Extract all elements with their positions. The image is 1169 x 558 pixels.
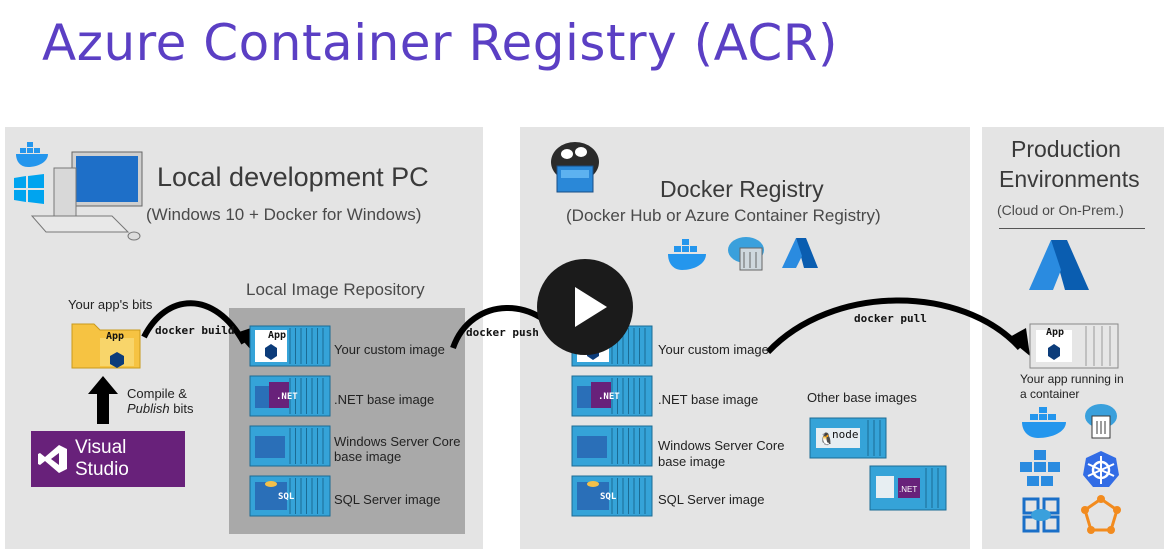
local-image-badge-0: App (268, 330, 287, 341)
local-subheading: (Windows 10 + Docker for Windows) (146, 205, 422, 224)
net-badge-small: .NET (899, 485, 918, 494)
docker-icon (16, 142, 48, 167)
app-bits-label: Your app's bits (68, 297, 153, 312)
local-image-label-3: SQL Server image (334, 492, 441, 507)
local-image-label-2: Windows Server Core (334, 434, 461, 449)
svg-text:🐧: 🐧 (819, 432, 834, 446)
registry-subheading: (Docker Hub or Azure Container Registry) (566, 206, 881, 225)
registry-image-container-3 (571, 475, 653, 517)
up-arrow-icon (88, 376, 118, 424)
visual-studio-icon (38, 445, 67, 473)
pc-icon (30, 151, 143, 241)
docker-pull-arrow (765, 297, 1030, 356)
local-image-badge-3: SQL (278, 492, 295, 502)
azure-app-service-icon (1022, 497, 1060, 533)
play-button[interactable] (537, 259, 633, 355)
running-app-container (1029, 323, 1119, 369)
local-image-container-0 (249, 325, 331, 367)
registry-image-label2-2: base image (658, 454, 726, 469)
local-image-label-0: Your custom image (334, 342, 445, 357)
local-image-container-1 (249, 375, 331, 417)
prod-heading-1: Production (1011, 136, 1121, 162)
page-title: Azure Container Registry (ACR) (42, 14, 839, 72)
docker-registry-icon (551, 142, 599, 193)
local-image-label2-2: base image (334, 449, 402, 464)
registry-image-badge-1: .NET (598, 392, 620, 402)
registry-image-label-3: SQL Server image (658, 492, 765, 507)
visual-studio-label: Visual Studio (75, 437, 129, 480)
compile-label-line2: Publish bits (127, 401, 194, 416)
docker-icon (1022, 407, 1066, 438)
docker-hub-icon (668, 239, 706, 270)
visual-studio-logo: Visual Studio (31, 431, 185, 487)
registry-image-badge-3: SQL (600, 492, 617, 502)
registry-image-label-1: .NET base image (658, 392, 759, 407)
prod-app-badge: App (1046, 327, 1065, 338)
local-image-container-3 (249, 475, 331, 517)
azure-container-instance-icon (1085, 404, 1117, 439)
azure-logo-icon (782, 238, 818, 268)
registry-image-label-2: Windows Server Core (658, 438, 785, 453)
prod-heading-2: Environments (999, 166, 1140, 192)
local-image-label-1: .NET base image (334, 392, 435, 407)
docker-pull-label: docker pull (854, 312, 927, 325)
running-label-2: a container (1020, 387, 1080, 401)
azure-cloud-icon (728, 237, 764, 271)
linux-dotnet-image-container (869, 465, 947, 511)
node-badge: node (832, 428, 859, 441)
docker-build-label: docker build (155, 324, 235, 337)
orange-network-icon (1081, 495, 1121, 534)
prod-subheading: (Cloud or On-Prem.) (997, 202, 1124, 218)
azure-logo-icon (1029, 240, 1089, 290)
prod-divider (999, 228, 1145, 229)
registry-image-container-2 (571, 425, 653, 467)
registry-heading: Docker Registry (660, 176, 824, 202)
other-base-images-label: Other base images (807, 390, 917, 405)
kubernetes-icon (1083, 451, 1119, 487)
docker-push-label: docker push (466, 326, 539, 339)
folder-icon (71, 323, 141, 369)
service-fabric-icon (1020, 450, 1060, 486)
node-image-container: 🐧 (809, 417, 887, 459)
local-image-badge-1: .NET (276, 392, 298, 402)
registry-image-label-0: Your custom image (658, 342, 769, 357)
windows-icon (14, 174, 44, 204)
local-image-container-2 (249, 425, 331, 467)
local-heading: Local development PC (157, 162, 429, 192)
compile-label: Compile & (127, 386, 187, 401)
repo-title: Local Image Repository (246, 280, 425, 299)
running-label-1: Your app running in (1020, 372, 1124, 386)
folder-badge: App (106, 331, 125, 342)
registry-image-container-1 (571, 375, 653, 417)
